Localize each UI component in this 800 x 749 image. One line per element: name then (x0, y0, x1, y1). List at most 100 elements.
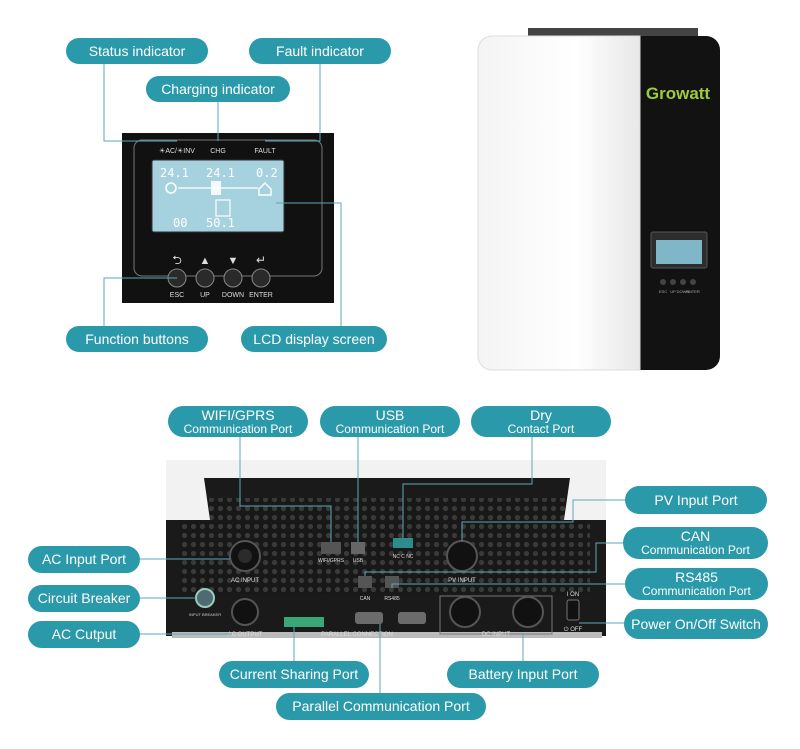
sun-icon (165, 182, 177, 194)
lcd-value-1: 24.1 (160, 166, 189, 180)
parallel-connection-label: PARALLEL CONNECTION (321, 632, 393, 638)
up-button[interactable] (195, 268, 215, 288)
callout-battery-text: Battery Input Port (468, 666, 578, 683)
inverter-white-cover (477, 35, 641, 371)
front-label-enter: ENTER (686, 289, 700, 294)
esc-arrow-icon: ⮌ (172, 253, 182, 267)
callout-can-title: CAN (680, 528, 711, 545)
callout-pv-text: PV Input Port (654, 491, 738, 508)
enter-label: ENTER (249, 292, 273, 299)
front-button-esc (660, 279, 666, 285)
leader-pv (461, 499, 625, 541)
parallel-port-2 (398, 612, 426, 624)
callout-status-text: Status indicator (88, 42, 186, 59)
callout-current-sharing-text: Current Sharing Port (229, 666, 359, 683)
leader-wifi (239, 436, 332, 542)
callout-power-text: Power On/Off Switch (631, 615, 761, 632)
callout-function-text: Function buttons (85, 330, 189, 347)
status-label: ☀AC/☀INV (159, 147, 195, 155)
callout-dry-title: Dry (530, 406, 552, 423)
callout-parallel-comm: Parallel Communication Port (276, 693, 486, 720)
chg-label: CHG (210, 148, 226, 155)
front-button-up (670, 279, 676, 285)
dry-contact-label: NC C NC (393, 554, 414, 560)
callout-circuit-breaker: Circuit Breaker (28, 585, 140, 612)
control-panel: ☀AC/☀INV CHG FAULT 24.1 24.1 0.2 00 50.1… (122, 133, 334, 303)
callout-current-sharing: Current Sharing Port (219, 661, 369, 688)
usb-port-label: USB (353, 558, 364, 564)
leader-status (103, 64, 177, 142)
leader-lcd (276, 202, 342, 326)
can-port-label: CAN (360, 596, 371, 602)
front-button-down (680, 279, 686, 285)
down-arrow-icon: ▼ (228, 255, 239, 267)
callout-can-sub: Communication Port (641, 543, 750, 558)
leader-can (364, 542, 623, 576)
left-corner (166, 478, 210, 520)
callout-lcd-display: LCD display screen (241, 326, 387, 352)
callout-wifi-gprs: WIFI/GPRS Communication Port (168, 406, 308, 437)
callout-ac-input: AC Input Port (28, 546, 140, 573)
callout-ac-input-text: AC Input Port (41, 551, 127, 568)
front-label-down: DOWN (677, 289, 690, 294)
lcd-value-2: 24.1 (206, 166, 235, 180)
front-button-enter (690, 279, 696, 285)
switch-off-label: ⏻ OFF (564, 626, 583, 633)
callout-can: CAN Communication Port (623, 527, 768, 559)
callout-rs485-sub: Communication Port (642, 584, 751, 599)
brand-logo: Growatt (646, 84, 711, 103)
fault-label: FAULT (254, 148, 276, 155)
front-lcd-screen (656, 240, 702, 264)
callout-usb: USB Communication Port (320, 406, 460, 437)
ac-output-label: AC OUTPUT (228, 632, 263, 638)
ac-input-core (238, 549, 252, 563)
inverter-icon (211, 181, 221, 195)
ac-input-label: AC INPUT (231, 578, 259, 584)
inverter-bottom-view: AC INPUT INPUT BREAKER AC OUTPUT WIFI/GP… (166, 460, 606, 638)
breaker-label: INPUT BREAKER (189, 612, 221, 617)
callout-ac-output-text: AC Cutput (51, 626, 117, 643)
callout-wifi-title: WIFI/GPRS (201, 406, 275, 423)
callout-usb-sub: Communication Port (335, 421, 445, 436)
inverter-front-view: Growatt ESC UP DOWN ENTER (477, 28, 720, 371)
ac-output-connector (231, 598, 259, 626)
callout-rs485: RS485 Communication Port (625, 568, 768, 600)
enter-button[interactable] (251, 268, 271, 288)
usb-port (351, 542, 365, 554)
parallel-port-1 (355, 612, 383, 624)
leader-dry (402, 436, 533, 538)
bottom-top-rim (166, 460, 606, 480)
dc-input-frame (439, 595, 553, 635)
callout-status-indicator: Status indicator (66, 38, 208, 64)
dc-input-connector-2 (512, 596, 544, 628)
battery-icon (215, 199, 231, 217)
callout-wifi-sub: Communication Port (183, 421, 293, 436)
callout-power-switch: Power On/Off Switch (624, 609, 768, 639)
callout-ac-output: AC Cutput (28, 621, 140, 648)
down-button[interactable] (223, 268, 243, 288)
callout-charging-text: Charging indicator (161, 80, 275, 97)
callout-rs485-title: RS485 (675, 569, 718, 586)
front-label-up: UP (670, 289, 676, 294)
can-port (358, 576, 372, 588)
front-label-esc: ESC (659, 289, 667, 294)
dc-input-connector-1 (449, 596, 481, 628)
circuit-breaker-knob[interactable] (195, 588, 215, 608)
dc-input-label: DC INPUT (482, 632, 511, 638)
wifi-port-label: WIFI/GPRS (318, 558, 345, 564)
callout-lcd-text: LCD display screen (253, 330, 375, 347)
callout-dry-contact: Dry Contact Port (471, 406, 611, 437)
pv-input-connector (446, 540, 478, 572)
house-icon (258, 182, 272, 196)
dry-contact-terminal (393, 538, 413, 548)
callout-battery-input: Battery Input Port (447, 661, 599, 688)
pv-input-label: PV INPUT (448, 578, 476, 584)
callout-charging-indicator: Charging indicator (146, 76, 290, 102)
down-label: DOWN (222, 292, 244, 299)
bottom-base (172, 632, 602, 638)
enter-arrow-icon: ↵ (256, 253, 266, 267)
callout-usb-title: USB (375, 406, 405, 423)
power-switch[interactable] (566, 599, 580, 621)
up-arrow-icon: ▲ (200, 255, 211, 267)
